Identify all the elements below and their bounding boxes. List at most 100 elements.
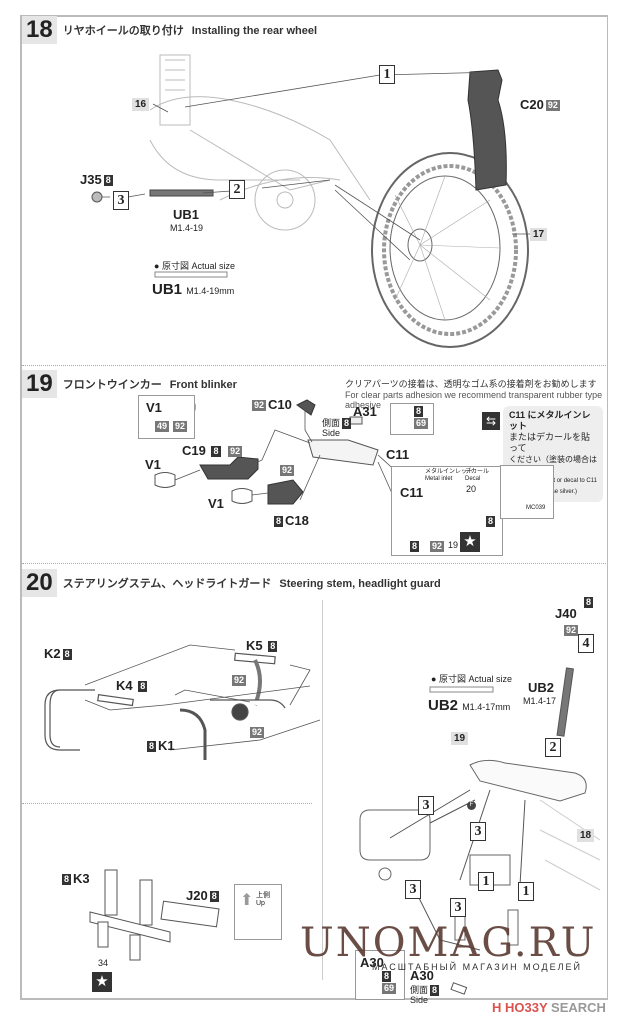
substep-3: 3 (450, 898, 466, 917)
decal-jp: デカール (465, 469, 490, 475)
step-title-jp: フロントウインカー (62, 379, 162, 391)
step20-leader-lines (84, 644, 321, 751)
paint-code: 92 (430, 541, 445, 553)
paint-code: 8 (62, 874, 72, 886)
part-code: K3 (73, 871, 90, 886)
metal-inlet-en: Metal inlet (425, 476, 453, 482)
paint-code: 8 (268, 641, 278, 653)
section-divider (22, 563, 606, 564)
k-paint-92: 92 (230, 672, 248, 687)
steering-stem-k3-drawing (89, 869, 171, 961)
substep-4: 4 (578, 634, 594, 653)
bullet-icon: ● (431, 674, 439, 684)
up-direction-box (234, 884, 282, 940)
num-34: 34 (98, 958, 109, 968)
leader-lines (102, 71, 530, 261)
j20-drawing (160, 900, 220, 928)
part-code: J20 (186, 888, 208, 903)
substep-1: 1 (518, 882, 534, 901)
side-jp: 側面 (322, 417, 341, 428)
k-paint-92: 92 (248, 724, 266, 739)
arrows-icon: ⇆ (482, 412, 500, 430)
step-title-jp: リヤホイールの取り付け (62, 25, 184, 37)
part-ub1-spec: M1.4-19 (170, 223, 204, 233)
paint-code: 8 (382, 971, 392, 983)
ref-step-16: 16 (132, 98, 150, 111)
headlight-guard-drawing (44, 652, 286, 760)
substep-3: 3 (405, 880, 421, 899)
paint-code: 49 (155, 421, 170, 433)
adhesive-note-en: For clear parts adhesion we recommend tr… (345, 390, 603, 410)
step-number: 20 (22, 569, 57, 597)
part-code: C19 (182, 443, 206, 458)
ub1-actual-size (154, 271, 228, 278)
part-a31-label: A31 (353, 404, 377, 419)
actual-size-en: Actual size (191, 261, 235, 271)
substep-2: 2 (545, 738, 561, 757)
substep-3: 3 (470, 822, 486, 841)
paint-code: 8 (486, 516, 496, 528)
adhesive-note: クリアパーツの接着は、透明なゴム系の接着剤をお勧めします For clear p… (345, 377, 630, 410)
c11-note-jp1: C11 にメタルインレット (509, 410, 591, 431)
part-code: C10 (268, 397, 292, 412)
part-a30-label: A30 (360, 955, 384, 970)
paint-code: 8 (584, 597, 594, 609)
f-mark-icon: F (467, 801, 476, 810)
paint-code: 69 (382, 983, 397, 995)
paint-code: 92 (250, 727, 265, 739)
part-v1-label: V1 (145, 457, 161, 472)
part-spec: M1.4-17mm (462, 702, 511, 712)
actual-size-part: UB2 M1.4-17mm (428, 697, 510, 714)
hobby-logo-icon: H (492, 1000, 502, 1015)
ub2-drawing (556, 667, 574, 737)
ref-step-19: 19 (451, 732, 469, 745)
section-divider (22, 365, 606, 366)
substep-3: 3 (418, 796, 434, 815)
paint-code: 8 (62, 649, 72, 661)
step-title-jp: ステアリングステム、ヘッドライトガード (62, 578, 272, 590)
paint-code: 8 (211, 446, 221, 458)
c11-detail-title: C11 (400, 485, 424, 500)
c18-extra-paint: 92 (278, 462, 296, 477)
part-a30-label: A30 (410, 968, 434, 983)
part-ub2-label: UB2 (528, 680, 555, 695)
actual-size-jp: 原寸図 (438, 674, 466, 684)
c11-paint-right: 8 (484, 513, 497, 528)
paint-code: 69 (414, 418, 429, 430)
part-code: C20 (520, 97, 544, 112)
substep-3: 3 (113, 191, 129, 210)
paint-code: 8 (414, 406, 424, 418)
part-ub1-label: UB1 (173, 207, 200, 222)
part-code: UB1 (152, 281, 183, 298)
actual-size-caption: ● 原寸図 Actual size (431, 672, 512, 685)
paint-code: 8 (342, 418, 352, 429)
part-code: C18 (285, 513, 309, 528)
paint-code: 8 (138, 681, 148, 693)
c11-paint-left: 8 (408, 538, 421, 553)
motorcycle-frame-drawing (149, 54, 371, 231)
watermark-subtitle: МАСШТАБНЫЙ МАГАЗИН МОДЕЛЕЙ (372, 962, 582, 972)
step-title: リヤホイールの取り付け Installing the rear wheel (63, 22, 317, 38)
star-icon: ★ (92, 972, 112, 992)
step-title-en: Installing the rear wheel (191, 25, 318, 37)
paint-code: 92 (280, 465, 295, 477)
actual-size-jp: 原寸図 (161, 261, 189, 271)
paint-code: 92 (564, 625, 579, 637)
paint-code: 92 (252, 400, 267, 412)
side-en: Side (322, 428, 341, 438)
decal-sheet-code: MC039 (526, 505, 546, 511)
